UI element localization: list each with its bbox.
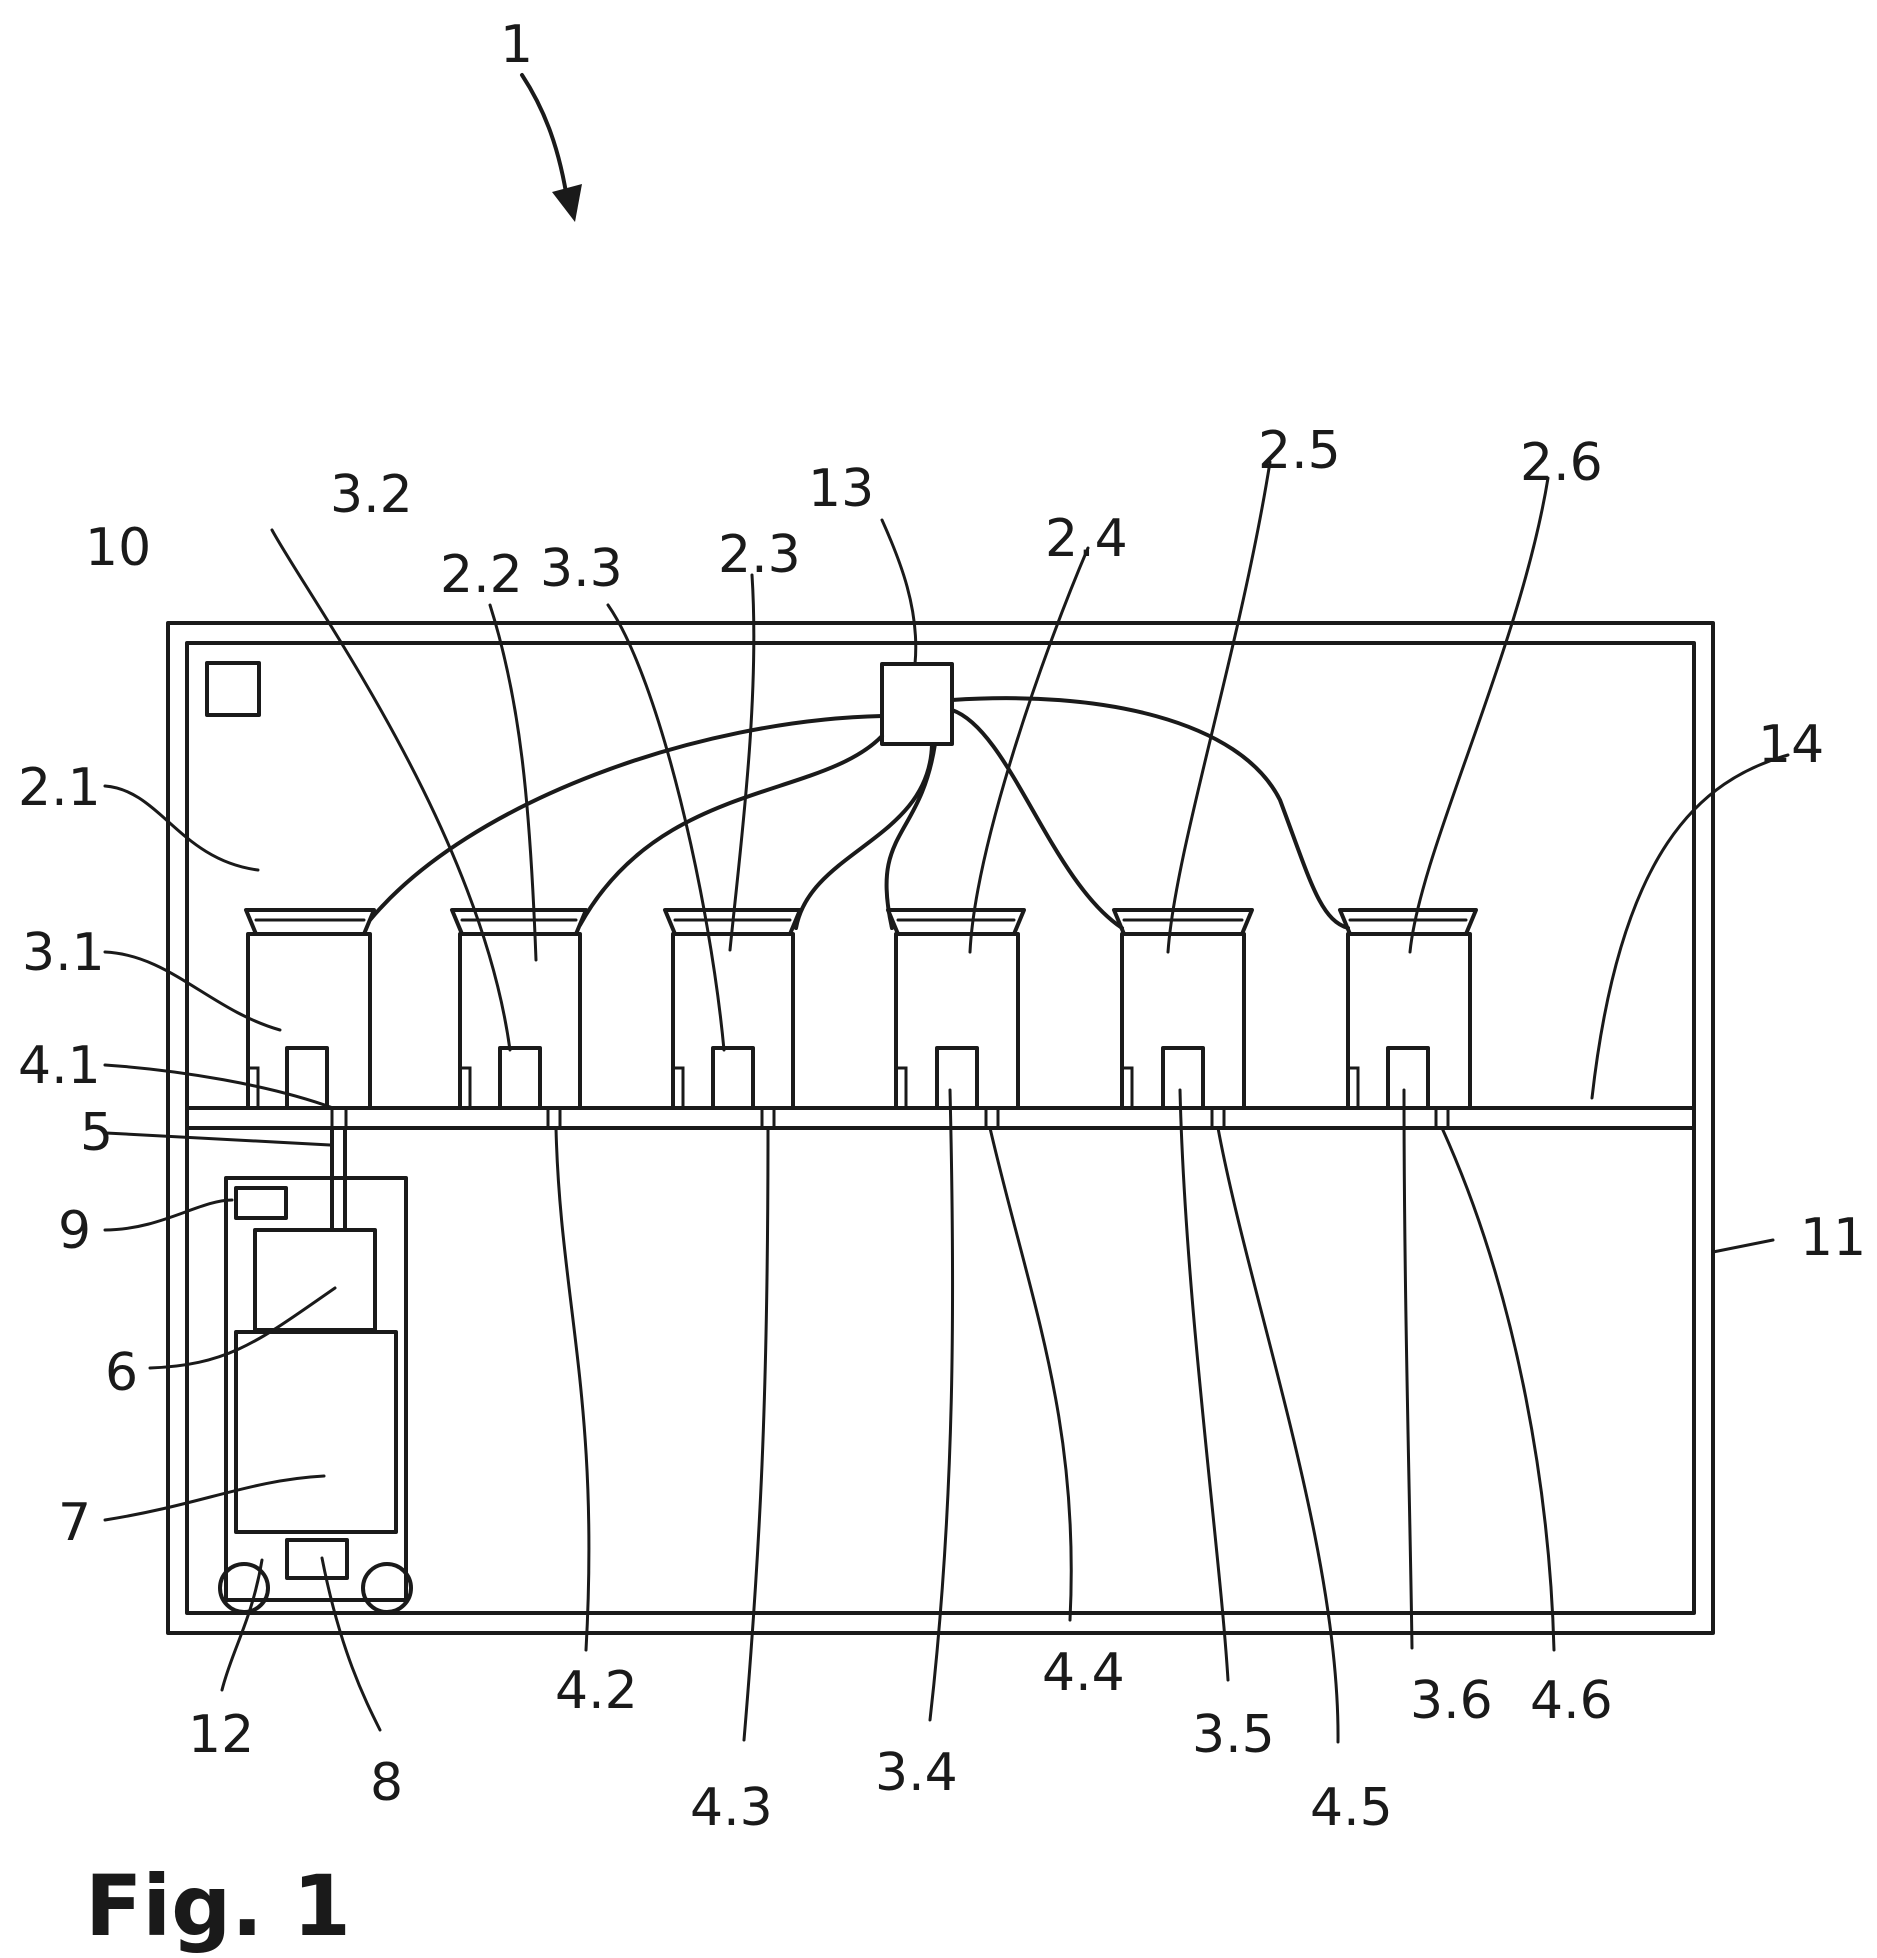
label-4-2: 4.2 [555, 1661, 638, 1721]
label-3-6: 3.6 [1410, 1671, 1493, 1731]
wire-to-2-4 [886, 744, 935, 928]
figure-caption: Fig. 1 [85, 1857, 351, 1955]
label-12: 12 [188, 1705, 254, 1765]
label-10: 10 [85, 518, 151, 578]
label-4-5: 4.5 [1310, 1778, 1393, 1838]
label-3-3: 3.3 [540, 539, 623, 599]
vehicle-12 [220, 1128, 411, 1612]
label-3-5: 3.5 [1192, 1705, 1275, 1765]
label-3-4: 3.4 [875, 1743, 958, 1803]
label-3-1: 3.1 [22, 923, 105, 983]
label-8: 8 [370, 1753, 403, 1813]
element-10 [207, 663, 259, 715]
sensor-3-5 [1163, 1048, 1203, 1108]
sensor-3-6 [1388, 1048, 1428, 1108]
system-arrow [522, 75, 568, 205]
label-system: 1 [500, 15, 533, 75]
label-4-6: 4.6 [1530, 1671, 1613, 1731]
wire-to-2-1 [370, 716, 882, 920]
label-4-3: 4.3 [690, 1778, 773, 1838]
component-6 [255, 1230, 375, 1330]
port-4-2 [548, 1108, 560, 1128]
ports [332, 1108, 1448, 1128]
sensor-3-2 [500, 1048, 540, 1108]
component-7 [236, 1332, 396, 1532]
label-6: 6 [105, 1343, 138, 1403]
label-2-4: 2.4 [1045, 509, 1128, 569]
label-11: 11 [1800, 1208, 1866, 1268]
label-2-5: 2.5 [1258, 421, 1341, 481]
wheel-right [363, 1564, 411, 1612]
port-4-4 [986, 1108, 998, 1128]
label-2-1: 2.1 [18, 758, 101, 818]
label-7: 7 [58, 1493, 91, 1553]
machine-2-1 [246, 910, 374, 1108]
label-4-4: 4.4 [1042, 1643, 1125, 1703]
wire-to-2-6 [952, 698, 1348, 928]
label-3-2: 3.2 [330, 465, 413, 525]
machine-2-5 [1114, 910, 1252, 1108]
machine-2-4 [888, 910, 1024, 1108]
port-4-6 [1436, 1108, 1448, 1128]
system-arrowhead [552, 184, 582, 222]
component-9 [236, 1188, 286, 1218]
label-2-6: 2.6 [1520, 433, 1603, 493]
label-4-1: 4.1 [18, 1036, 101, 1096]
leader-lines [105, 462, 1788, 1742]
label-2-3: 2.3 [718, 525, 801, 585]
machine-2-2 [452, 910, 586, 1108]
sensor-3-3 [713, 1048, 753, 1108]
port-4-5 [1212, 1108, 1224, 1128]
central-unit-13 [882, 664, 952, 744]
label-14: 14 [1758, 715, 1824, 775]
label-5: 5 [80, 1103, 113, 1163]
label-13: 13 [808, 459, 874, 519]
port-4-1 [332, 1108, 346, 1128]
machine-2-6 [1340, 910, 1476, 1108]
component-8 [287, 1540, 347, 1578]
label-9: 9 [58, 1201, 91, 1261]
label-2-2: 2.2 [440, 545, 523, 605]
sensor-3-4 [937, 1048, 977, 1108]
port-4-3 [762, 1108, 774, 1128]
